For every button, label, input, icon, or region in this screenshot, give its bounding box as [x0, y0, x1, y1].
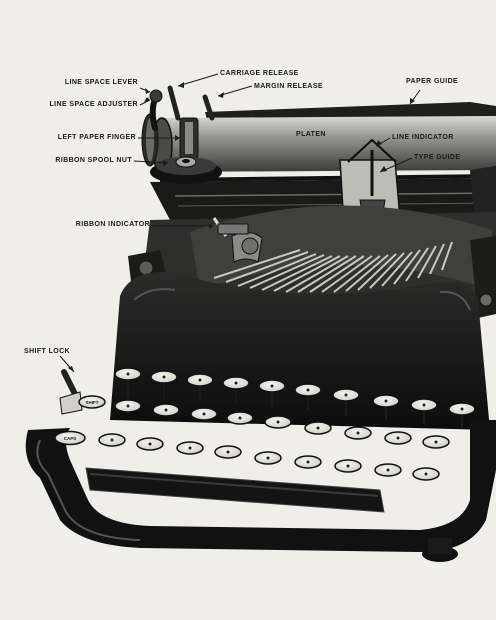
leader-arrowheads — [68, 82, 415, 372]
carriage-release-label: CARRIAGE RELEASE — [220, 70, 299, 77]
line-space-adjuster-label: LINE SPACE ADJUSTER — [49, 101, 138, 108]
shift-lock-label: SHIFT LOCK — [24, 348, 70, 355]
ribbon-spool-nut-label: RIBBON SPOOL NUT — [55, 157, 132, 164]
paper-guide-label: PAPER GUIDE — [406, 78, 459, 85]
margin-release-label: MARGIN RELEASE — [254, 83, 323, 90]
typewriter-body — [25, 271, 496, 562]
type-guide-label: TYPE GUIDE — [414, 154, 461, 161]
caps-key-legend: CAPS — [64, 436, 77, 441]
platen-label: PLATEN — [296, 131, 326, 138]
keyboard: SHIFT CAPS — [54, 367, 476, 481]
shift-key-legend: SHIFT — [86, 400, 99, 405]
left-paper-finger-label: LEFT PAPER FINGER — [57, 134, 136, 141]
type-basket — [128, 205, 496, 318]
line-indicator-label: LINE INDICATOR — [392, 134, 454, 141]
line-space-lever-label: LINE SPACE LEVER — [64, 79, 138, 86]
ribbon-indicator-label: RIBBON INDICATOR — [75, 221, 150, 228]
